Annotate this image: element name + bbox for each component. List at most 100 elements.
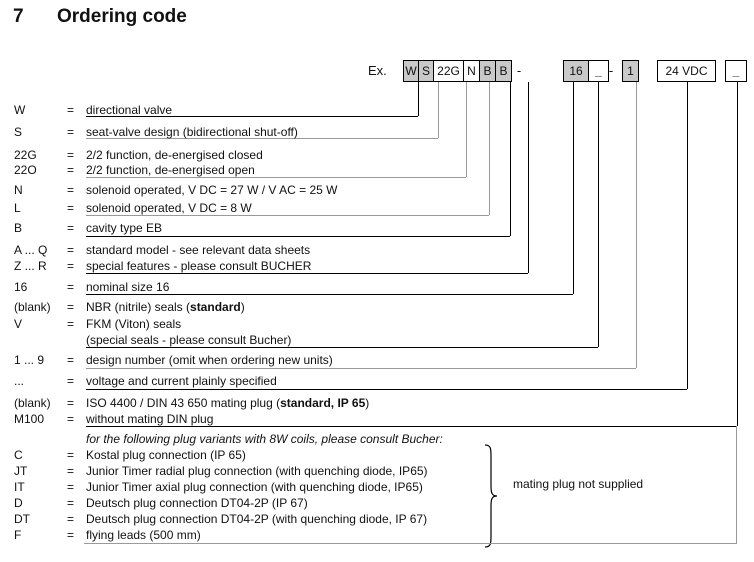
underline-connector-3 xyxy=(86,215,489,216)
vertical-connector-0 xyxy=(418,82,419,116)
row-code: M100 xyxy=(14,412,45,426)
row-code: (blank) xyxy=(14,396,51,410)
description-bold-segment: standard, IP 65 xyxy=(280,396,366,410)
row-description: 2/2 function, de-energised open xyxy=(86,163,255,177)
example-label: Ex. xyxy=(368,63,387,78)
row-description: Deutsch plug connection DT04-2P (with qu… xyxy=(86,512,427,526)
equals-sign: = xyxy=(67,221,75,235)
row-description: for the following plug variants with 8W … xyxy=(86,432,443,446)
row-description: ISO 4400 / DIN 43 650 mating plug (stand… xyxy=(86,396,369,410)
row-code: (blank) xyxy=(14,300,51,314)
row-description: solenoid operated, V DC = 27 W / V AC = … xyxy=(86,183,337,197)
code-box-1: 1 xyxy=(622,60,639,82)
code-row-22g: 22G=2/2 function, de-energised closed xyxy=(14,148,263,162)
row-description: FKM (Viton) seals xyxy=(86,317,181,331)
row-code: 22O xyxy=(14,163,37,177)
row-code: ... xyxy=(14,374,25,388)
description-segment: Junior Timer radial plug connection (wit… xyxy=(86,464,428,478)
equals-sign: = xyxy=(67,464,75,478)
code-row-22o: 22O=2/2 function, de-energised open xyxy=(14,163,255,177)
page-title: Ordering code xyxy=(57,6,187,27)
underline-connector-10 xyxy=(86,426,737,427)
vertical-connector-9 xyxy=(687,82,688,389)
row-description: solenoid operated, V DC = 8 W xyxy=(86,201,252,215)
code-box-blank: _ xyxy=(588,60,609,82)
equals-sign: = xyxy=(67,125,75,139)
code-box-16: 16 xyxy=(563,60,589,82)
section-number: 7 xyxy=(13,6,24,27)
description-segment: NBR (nitrile) seals ( xyxy=(86,300,191,314)
description-segment: for the following plug variants with 8W … xyxy=(86,432,443,446)
underline-connector-11 xyxy=(84,543,737,544)
row-description: Junior Timer axial plug connection (with… xyxy=(86,480,423,494)
vertical-connector-4 xyxy=(510,82,511,236)
code-box-24-vdc: 24 VDC xyxy=(657,60,716,82)
row-code: JT xyxy=(14,464,28,478)
row-description: Kostal plug connection (IP 65) xyxy=(86,448,246,462)
grouping-brace xyxy=(484,444,498,548)
row-code: S xyxy=(14,125,23,139)
description-segment: directional valve xyxy=(86,103,173,117)
description-segment: design number (omit when ordering new un… xyxy=(86,353,333,367)
code-row-dt: DT=Deutsch plug connection DT04-2P (with… xyxy=(14,512,427,526)
equals-sign: = xyxy=(67,201,75,215)
code-row-s: S = seat-valve design (bidirectional shut-… xyxy=(14,125,298,139)
vertical-connector-8 xyxy=(636,82,637,368)
description-segment: ) xyxy=(240,300,245,314)
vertical-connector-7 xyxy=(598,82,599,347)
code-row-v: V=FKM (Viton) seals xyxy=(14,317,181,331)
description-segment: Junior Timer axial plug connection (with… xyxy=(86,480,423,494)
description-segment: voltage and current plainly specified xyxy=(86,374,277,388)
row-description: NBR (nitrile) seals (standard) xyxy=(86,300,245,314)
underline-connector-9 xyxy=(86,389,687,390)
underline-connector-5 xyxy=(86,273,528,274)
code-row-note: (special seals - please consult Bucher) xyxy=(14,333,291,347)
underline-connector-7 xyxy=(86,347,598,348)
equals-sign: = xyxy=(67,396,75,410)
description-segment: standard model - see relevant data sheet… xyxy=(86,243,311,257)
row-description: standard model - see relevant data sheet… xyxy=(86,243,310,257)
row-code: 16 xyxy=(14,280,28,294)
description-segment: Deutsch plug connection DT04-2P (with qu… xyxy=(86,512,428,526)
row-description: seat-valve design (bidirectional shut-of… xyxy=(86,125,298,139)
underline-connector-8 xyxy=(86,368,636,369)
underline-connector-2 xyxy=(86,177,466,178)
description-segment: (special seals - please consult Bucher) xyxy=(86,333,292,347)
description-segment: 2/2 function, de-energised open xyxy=(86,163,255,177)
row-code: 1 ... 9 xyxy=(14,353,45,367)
code-row-note: ...=voltage and current plainly specifie… xyxy=(14,374,277,388)
code-row-it: IT=Junior Timer axial plug connection (w… xyxy=(14,480,423,494)
equals-sign: = xyxy=(67,183,75,197)
description-segment: seat-valve design (bidirectional shut-of… xyxy=(86,125,298,139)
code-row-zr: Z ... R = special features - please consul… xyxy=(14,259,311,273)
equals-sign: = xyxy=(67,259,75,273)
code-row-16: 16=nominal size 16 xyxy=(14,280,169,294)
code-box-w: W xyxy=(403,60,419,82)
separator-dash-1: - xyxy=(516,63,522,78)
row-description: special features - please consult BUCHER xyxy=(86,259,311,273)
row-code: B xyxy=(14,221,23,235)
row-code: Z ... R xyxy=(14,259,47,273)
row-description: voltage and current plainly specified xyxy=(86,374,277,388)
equals-sign: = xyxy=(67,243,75,257)
equals-sign: = xyxy=(67,448,75,462)
code-box-b: B xyxy=(479,60,496,82)
description-segment: nominal size 16 xyxy=(86,280,170,294)
equals-sign: = xyxy=(67,528,75,542)
underline-connector-4 xyxy=(86,236,510,237)
equals-sign: = xyxy=(67,480,75,494)
code-box-blank: _ xyxy=(725,60,747,82)
equals-sign: = xyxy=(67,103,75,117)
row-code: V xyxy=(14,317,23,331)
code-box-s: S xyxy=(418,60,434,82)
row-description: (special seals - please consult Bucher) xyxy=(86,333,291,347)
description-segment: ISO 4400 / DIN 43 650 mating plug ( xyxy=(86,396,281,410)
description-segment: solenoid operated, V DC = 27 W / V AC = … xyxy=(86,183,338,197)
row-description: directional valve xyxy=(86,103,172,117)
vertical-connector-10 xyxy=(737,82,738,426)
code-row-jt: JT = Junior Timer radial plug connection (… xyxy=(14,464,428,478)
row-code: D xyxy=(14,496,23,510)
equals-sign: = xyxy=(67,353,75,367)
vertical-connector-2 xyxy=(466,82,467,177)
